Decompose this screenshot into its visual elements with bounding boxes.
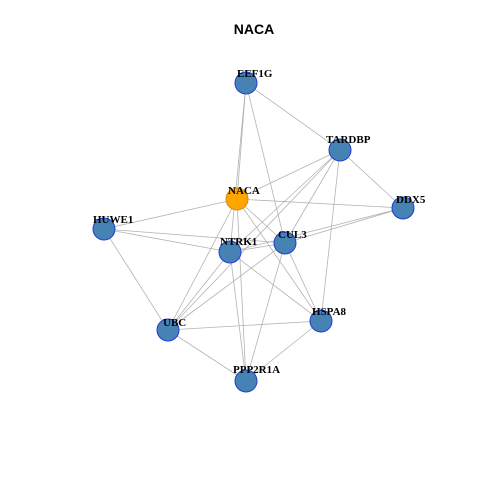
node-label-ddx5: DDX5: [396, 194, 426, 206]
edge-hspa8-ubc: [167, 320, 322, 331]
node-ntrk1: [218, 240, 242, 264]
edge-tardbp-ubc: [167, 149, 341, 331]
edge-naca-ubc: [167, 198, 238, 331]
edge-cul3-hspa8: [284, 242, 322, 322]
node-eef1g: [234, 71, 258, 95]
edge-huwe1-ntrk1: [103, 228, 231, 253]
edge-tardbp-naca: [236, 149, 341, 200]
node-layer: [92, 71, 415, 393]
edge-eef1g-ntrk1: [229, 82, 247, 253]
edge-ubc-ppp2r1a: [167, 329, 247, 382]
node-label-eef1g: EEF1G: [237, 68, 273, 80]
edge-tardbp-ddx5: [339, 149, 404, 209]
edge-ddx5-cul3: [284, 207, 404, 244]
edge-tardbp-hspa8: [320, 149, 341, 322]
node-ppp2r1a: [234, 369, 258, 393]
edge-ntrk1-hspa8: [229, 251, 322, 322]
edge-naca-huwe1: [103, 198, 238, 230]
edge-hspa8-ppp2r1a: [245, 320, 322, 382]
node-ddx5: [391, 196, 415, 220]
node-tardbp: [328, 138, 352, 162]
edge-eef1g-tardbp: [245, 82, 341, 151]
node-naca: [225, 187, 249, 211]
node-label-ntrk1: NTRK1: [220, 236, 257, 248]
edge-cul3-ppp2r1a: [245, 242, 286, 382]
node-label-naca: NACA: [228, 185, 260, 197]
node-cul3: [273, 231, 297, 255]
edge-cul3-ubc: [167, 242, 286, 331]
node-label-huwe1: HUWE1: [93, 214, 133, 226]
edge-huwe1-ubc: [103, 228, 169, 331]
node-ubc: [156, 318, 180, 342]
node-label-ppp2r1a: PPP2R1A: [233, 364, 280, 376]
edge-ddx5-ntrk1: [229, 207, 404, 253]
edge-huwe1-cul3: [103, 228, 286, 244]
edge-layer: [103, 82, 404, 382]
node-hspa8: [309, 309, 333, 333]
edge-tardbp-ntrk1: [229, 149, 341, 253]
node-huwe1: [92, 217, 116, 241]
edge-ntrk1-ppp2r1a: [229, 251, 247, 382]
edge-naca-ppp2r1a: [236, 198, 247, 382]
edge-naca-hspa8: [236, 198, 322, 322]
edge-ntrk1-ubc: [167, 251, 231, 331]
node-label-ubc: UBC: [163, 317, 186, 329]
edge-eef1g-cul3: [245, 82, 286, 244]
edge-naca-ddx5: [236, 198, 404, 209]
node-label-tardbp: TARDBP: [326, 134, 371, 146]
node-label-cul3: CUL3: [278, 229, 307, 241]
chart-title: NACA: [233, 21, 275, 37]
node-label-hspa8: HSPA8: [312, 306, 347, 318]
edge-tardbp-cul3: [284, 149, 341, 244]
